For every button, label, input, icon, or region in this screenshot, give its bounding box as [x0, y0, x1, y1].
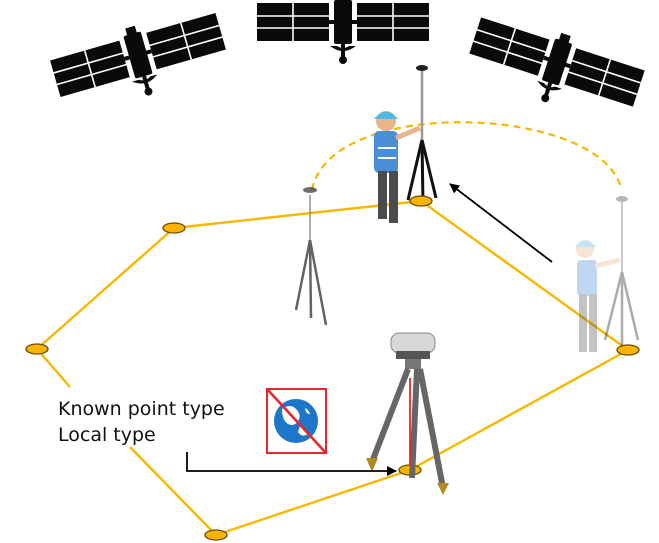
caption-arrow [186, 452, 397, 476]
survey-point [616, 344, 640, 356]
survey-point [25, 343, 49, 355]
survey-point [162, 222, 186, 234]
survey-route-line-left-stub [36, 348, 71, 388]
survey-point [409, 195, 433, 207]
globe-prohibited-icon [266, 388, 327, 454]
surveyor-faded-icon [575, 196, 640, 352]
gnss-receiver-icon [366, 332, 449, 495]
move-arrow [449, 183, 553, 263]
satellite-right-icon [461, 7, 649, 130]
local-type-label: Local type [58, 424, 156, 446]
surveyor-icon [374, 65, 438, 223]
tripod-previous-icon [294, 187, 328, 326]
survey-route-line-lower-left [129, 446, 217, 536]
satellite-left-icon [46, 2, 234, 120]
survey-point [204, 529, 228, 541]
move-path-dashed [310, 121, 623, 191]
known-point-type-label: Known point type [58, 398, 225, 420]
survey-route-line [36, 199, 630, 537]
satellite-center-icon [256, 0, 430, 65]
survey-points [25, 195, 640, 541]
